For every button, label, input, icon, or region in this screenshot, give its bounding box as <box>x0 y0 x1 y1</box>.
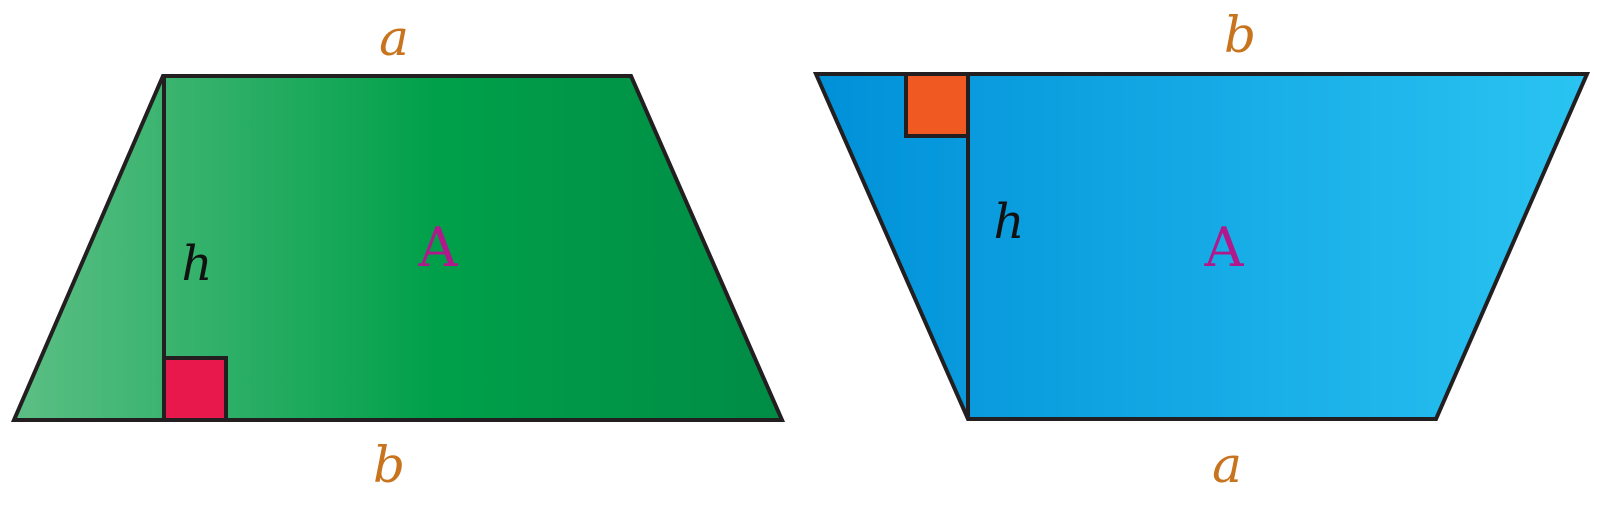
trapezoid-green-shape <box>10 74 786 422</box>
trapezoid-blue-shape <box>812 72 1591 421</box>
top-base-label: b <box>1224 6 1256 64</box>
area-label: A <box>1204 216 1245 279</box>
bottom-base-label: b <box>373 436 405 494</box>
top-base-label: a <box>379 9 409 67</box>
height-label: h <box>182 236 213 292</box>
bottom-base-label: a <box>1212 436 1242 494</box>
right-angle-marker <box>904 72 970 138</box>
trapezoid-green: a b h A <box>10 9 786 494</box>
height-label: h <box>994 194 1025 250</box>
trapezoid-blue: b a h A <box>812 6 1591 494</box>
area-label: A <box>418 216 459 279</box>
right-angle-marker <box>162 356 228 422</box>
